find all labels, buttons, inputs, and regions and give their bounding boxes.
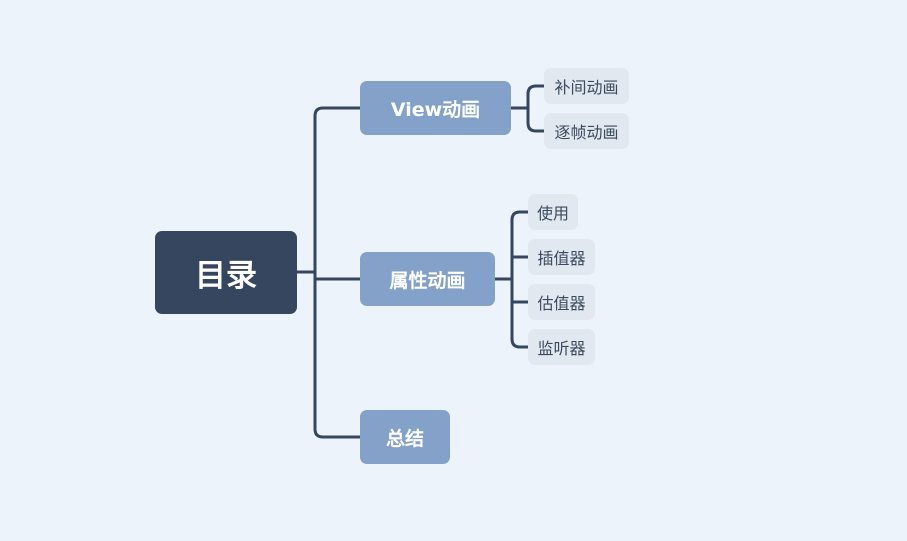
- branch-label: 总结: [385, 427, 424, 450]
- leaf-label: 监听器: [537, 339, 586, 358]
- connector-view-children: [509, 84, 546, 133]
- connector-property-children: [493, 210, 530, 349]
- leaf-evaluator[interactable]: 估值器: [528, 284, 595, 320]
- branch-summary[interactable]: 总结: [360, 410, 450, 464]
- leaf-label: 估值器: [537, 294, 586, 313]
- branch-property-animation[interactable]: 属性动画: [360, 252, 495, 306]
- leaf-label: 使用: [536, 204, 569, 223]
- leaf-label: 逐帧动画: [554, 123, 619, 142]
- branch-view-animation[interactable]: View动画: [360, 81, 511, 135]
- root-label: 目录: [195, 258, 257, 294]
- branch-label: View动画: [390, 98, 481, 121]
- leaf-listener[interactable]: 监听器: [528, 329, 595, 365]
- leaf-interpolator[interactable]: 插值器: [528, 239, 595, 275]
- branch-label: 属性动画: [389, 269, 466, 292]
- leaf-frame-animation[interactable]: 逐帧动画: [544, 113, 629, 149]
- root-node[interactable]: 目录: [155, 231, 297, 314]
- leaf-tween-animation[interactable]: 补间动画: [544, 68, 629, 104]
- leaf-label: 插值器: [537, 249, 586, 268]
- connector-branch-view: [313, 106, 362, 439]
- leaf-usage[interactable]: 使用: [528, 194, 578, 230]
- leaf-label: 补间动画: [554, 78, 619, 97]
